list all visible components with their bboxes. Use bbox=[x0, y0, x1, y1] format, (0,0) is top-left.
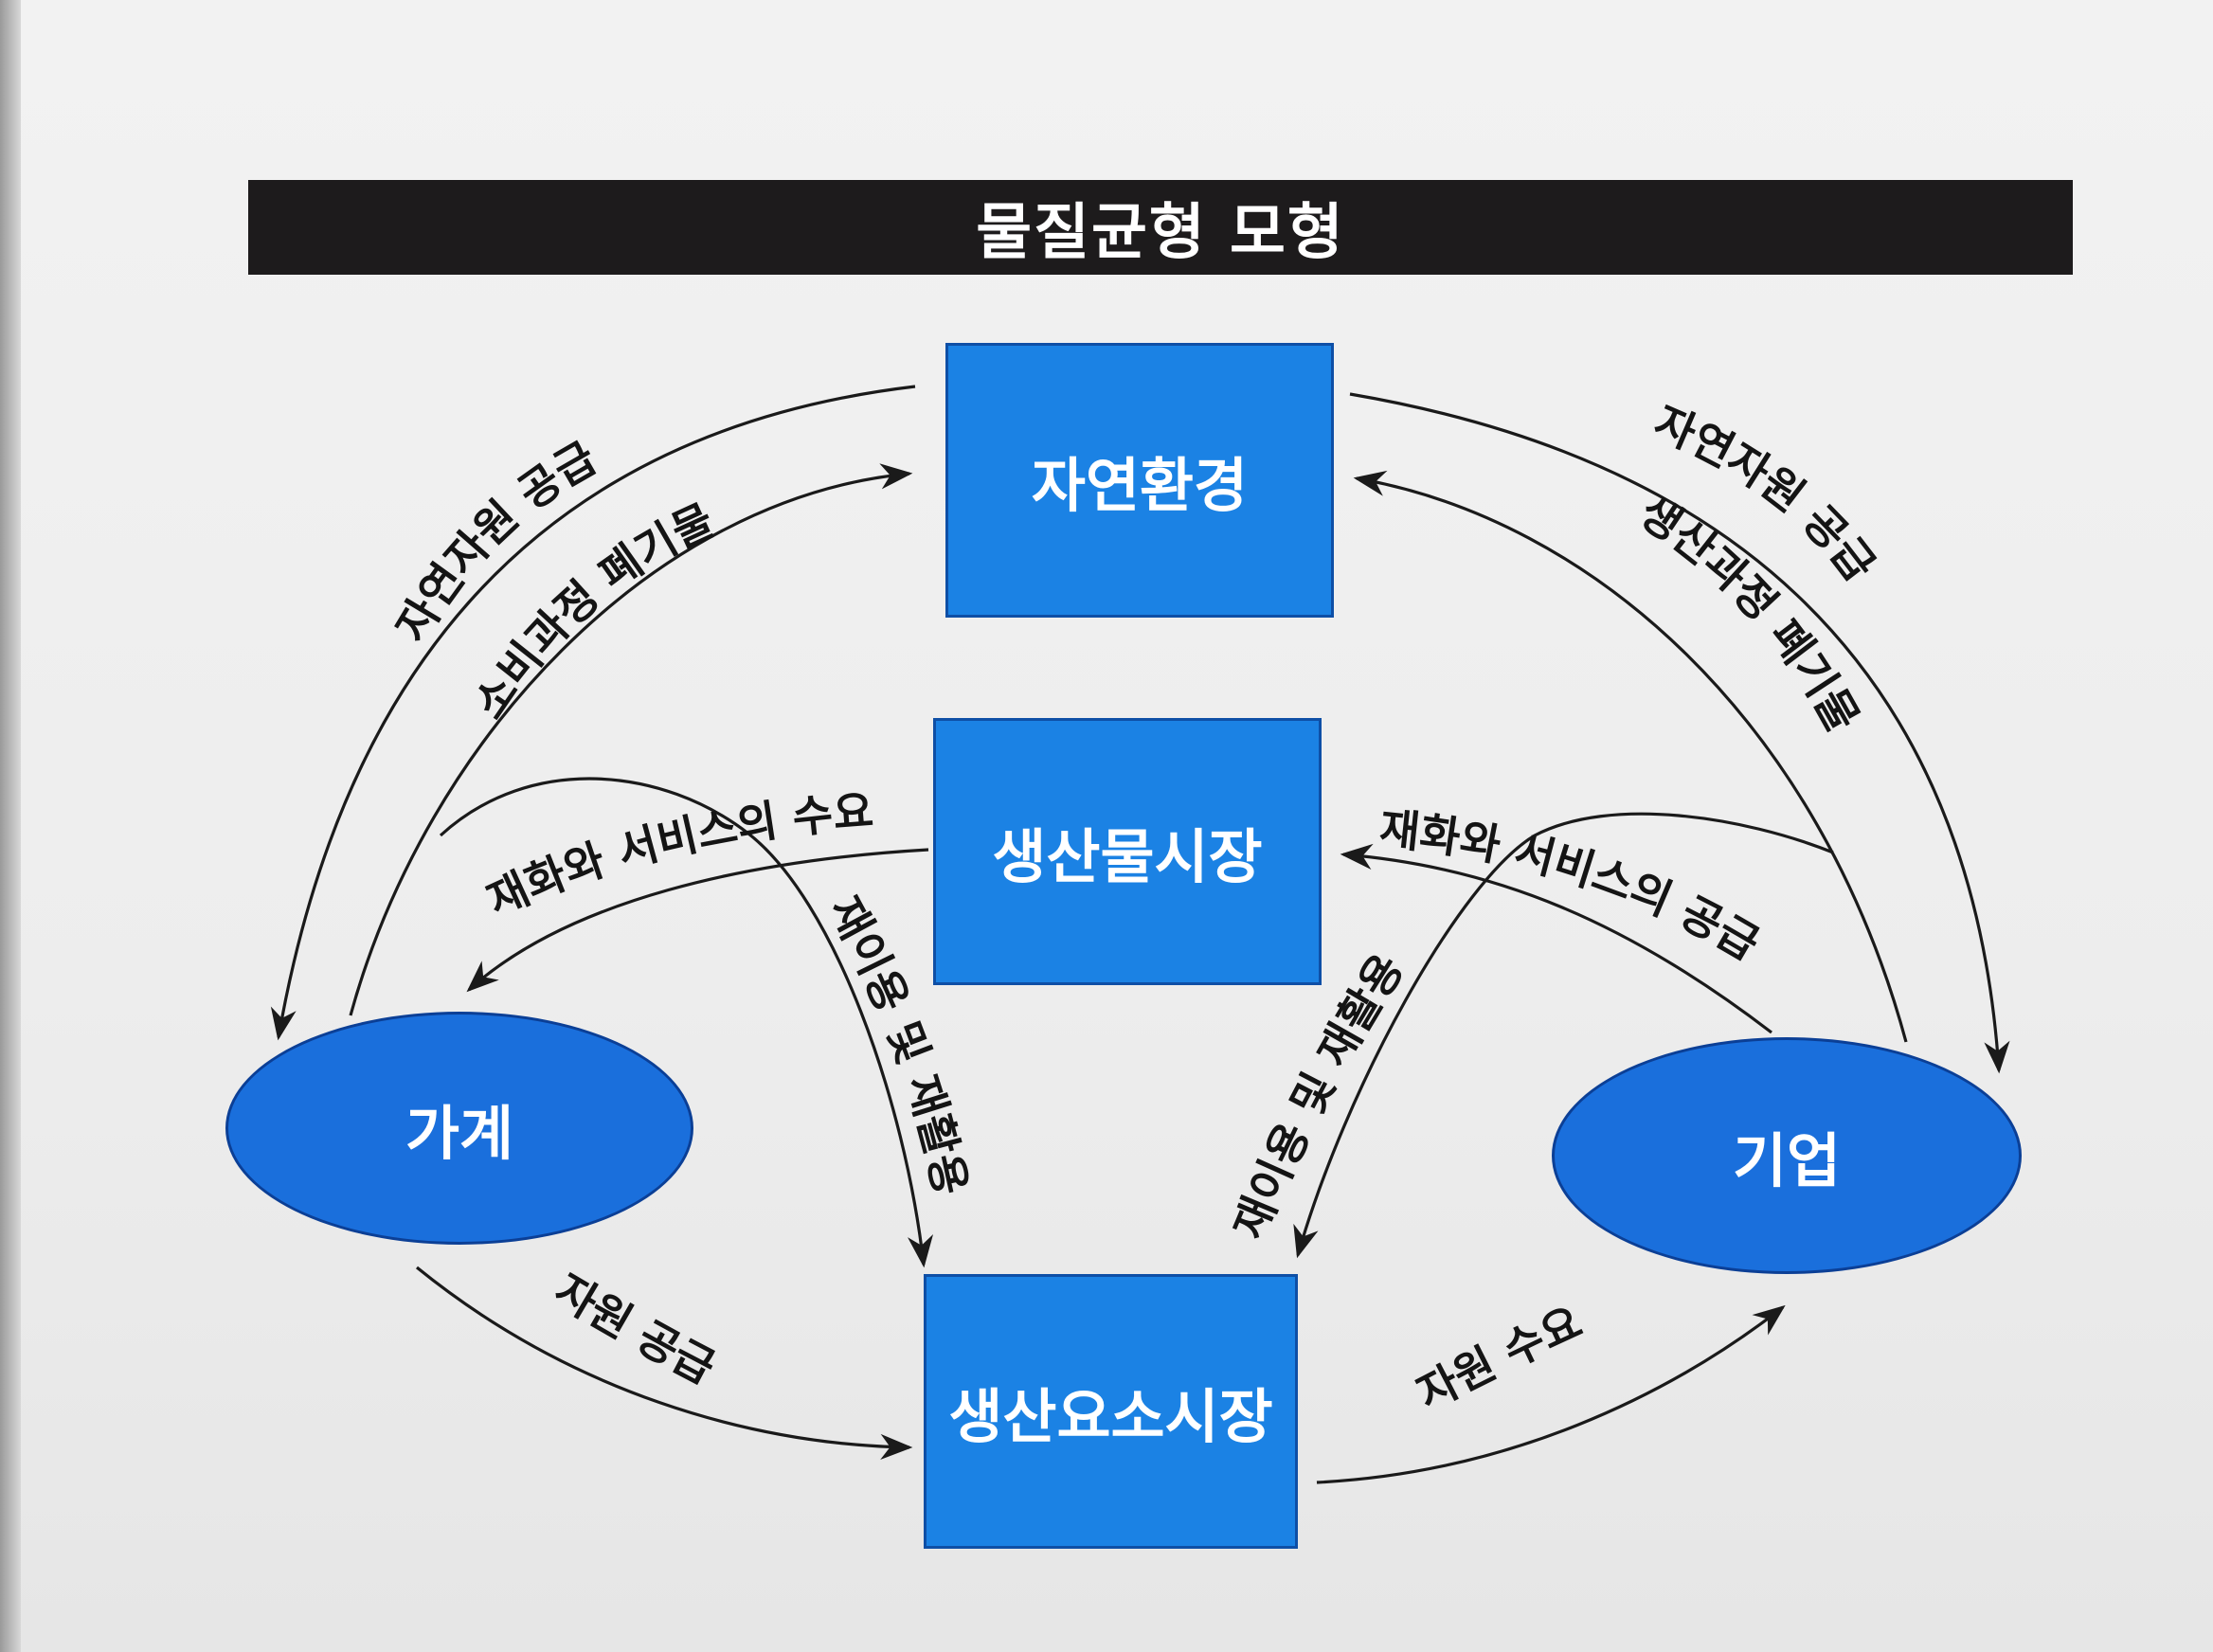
arrow-factor-to-firm bbox=[1316, 1304, 1786, 1484]
arrow-household-to-factor bbox=[415, 1266, 913, 1461]
node-product-market: 생산물시장 bbox=[933, 718, 1322, 985]
arrow-household-reuse-to-factor bbox=[439, 777, 934, 1268]
node-factor-market: 생산요소시장 bbox=[924, 1274, 1298, 1549]
page-edge-shadow bbox=[0, 0, 21, 1652]
arrow-firm-to-env bbox=[1353, 470, 1908, 1043]
label-resource-demand: 자원 수요 bbox=[1409, 1296, 1590, 1419]
diagram-title: 물질균형 모형 bbox=[248, 180, 2073, 275]
node-household: 가계 bbox=[225, 1012, 693, 1245]
arrow-product-to-household bbox=[466, 848, 929, 993]
node-firm: 기업 bbox=[1552, 1037, 2022, 1274]
label-goods-demand: 재화와 서비스의 수요 bbox=[479, 785, 875, 926]
arrow-env-to-household bbox=[270, 385, 916, 1041]
label-reuse-recycle-right: 재이용 및 재활용 bbox=[1224, 945, 1413, 1247]
arrow-firm-to-product bbox=[1340, 843, 1772, 1034]
arrow-env-to-firm bbox=[1349, 392, 2010, 1074]
arrow-firm-reuse-to-factor bbox=[1293, 812, 1834, 1259]
label-goods-supply: 재화와 서비스의 공급 bbox=[1377, 802, 1769, 970]
arrow-household-to-env bbox=[349, 463, 913, 1016]
node-natural-environment: 자연환경 bbox=[945, 343, 1334, 618]
label-resource-supply: 자원 공급 bbox=[546, 1264, 723, 1393]
